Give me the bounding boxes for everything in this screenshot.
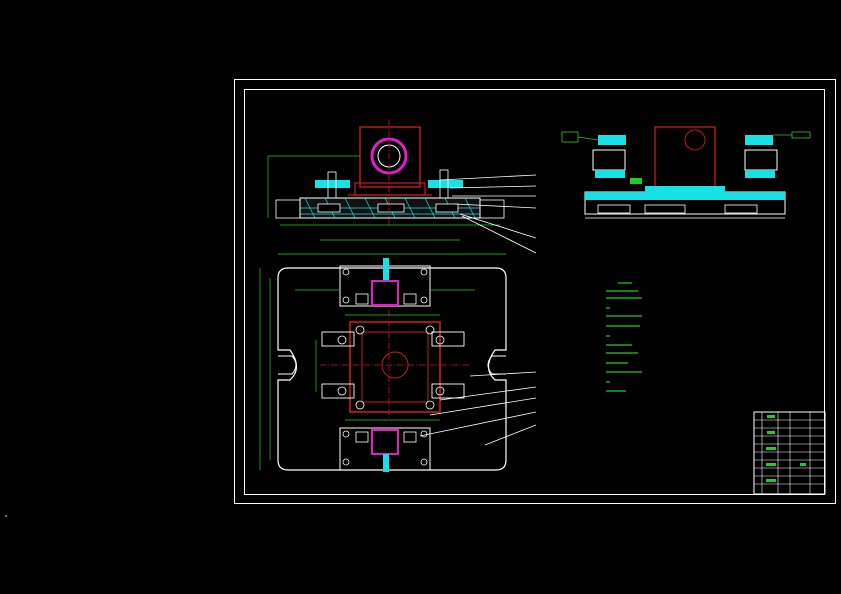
- plan-view: [259, 253, 537, 472]
- side-view: [561, 126, 811, 219]
- housing-body: [359, 126, 421, 188]
- housing-plan: [349, 321, 441, 413]
- sheet-outer-border: [234, 79, 836, 504]
- technical-notes: [606, 282, 642, 392]
- front-section-view: [267, 120, 537, 254]
- stray-dot: [5, 515, 7, 517]
- sheet-inner-border: [244, 89, 825, 495]
- fixture-base-outline: [277, 267, 507, 471]
- title-block: [753, 411, 826, 495]
